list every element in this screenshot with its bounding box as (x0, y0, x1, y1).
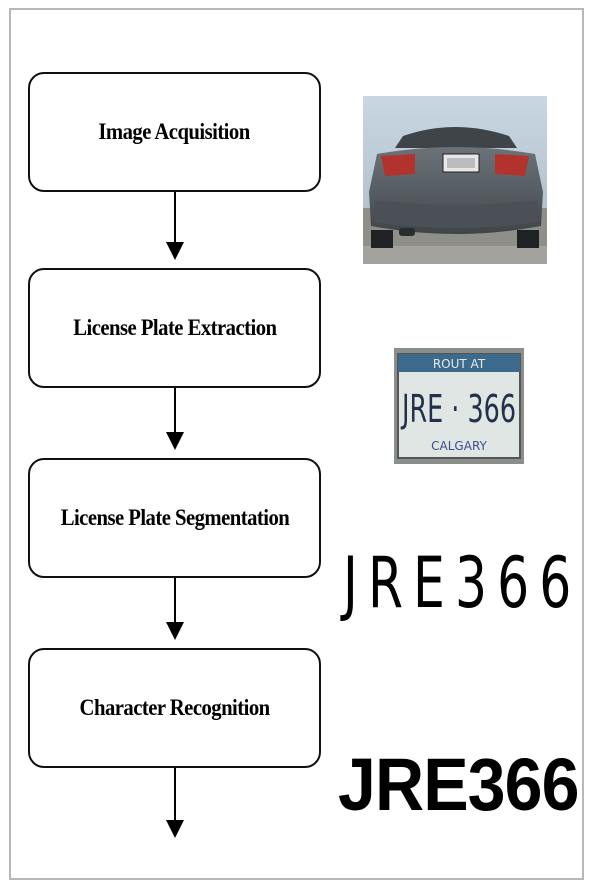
plate-main-text: JRE · 366 (401, 387, 516, 431)
car-rear-photo (363, 96, 547, 264)
step-label: Character Recognition (79, 695, 270, 720)
step-license-plate-extraction: License Plate Extraction (28, 268, 321, 388)
flow-arrow-1-head (166, 242, 184, 260)
flow-arrow-3-shaft (174, 578, 176, 622)
flow-arrow-3-head (166, 622, 184, 640)
flow-arrow-2-shaft (174, 388, 176, 432)
step-license-plate-segmentation: License Plate Segmentation (28, 458, 321, 578)
step-label: License Plate Segmentation (60, 505, 289, 530)
flow-arrow-4-head (166, 820, 184, 838)
flow-arrow-2-head (166, 432, 184, 450)
step-label: License Plate Extraction (72, 315, 277, 340)
plate-top-text: ROUT AT (433, 357, 486, 371)
plate-bottom-text: CALGARY (431, 439, 487, 453)
step-label: Image Acquisition (98, 119, 251, 144)
flow-arrow-4-shaft (174, 768, 176, 820)
extracted-plate-image: ROUT AT JRE · 366 CALGARY (394, 348, 524, 464)
flow-arrow-1-shaft (174, 192, 176, 242)
segmented-characters: JRE366 (343, 542, 582, 624)
recognized-text: JRE366 (338, 743, 579, 826)
step-image-acquisition: Image Acquisition (28, 72, 321, 192)
step-character-recognition: Character Recognition (28, 648, 321, 768)
